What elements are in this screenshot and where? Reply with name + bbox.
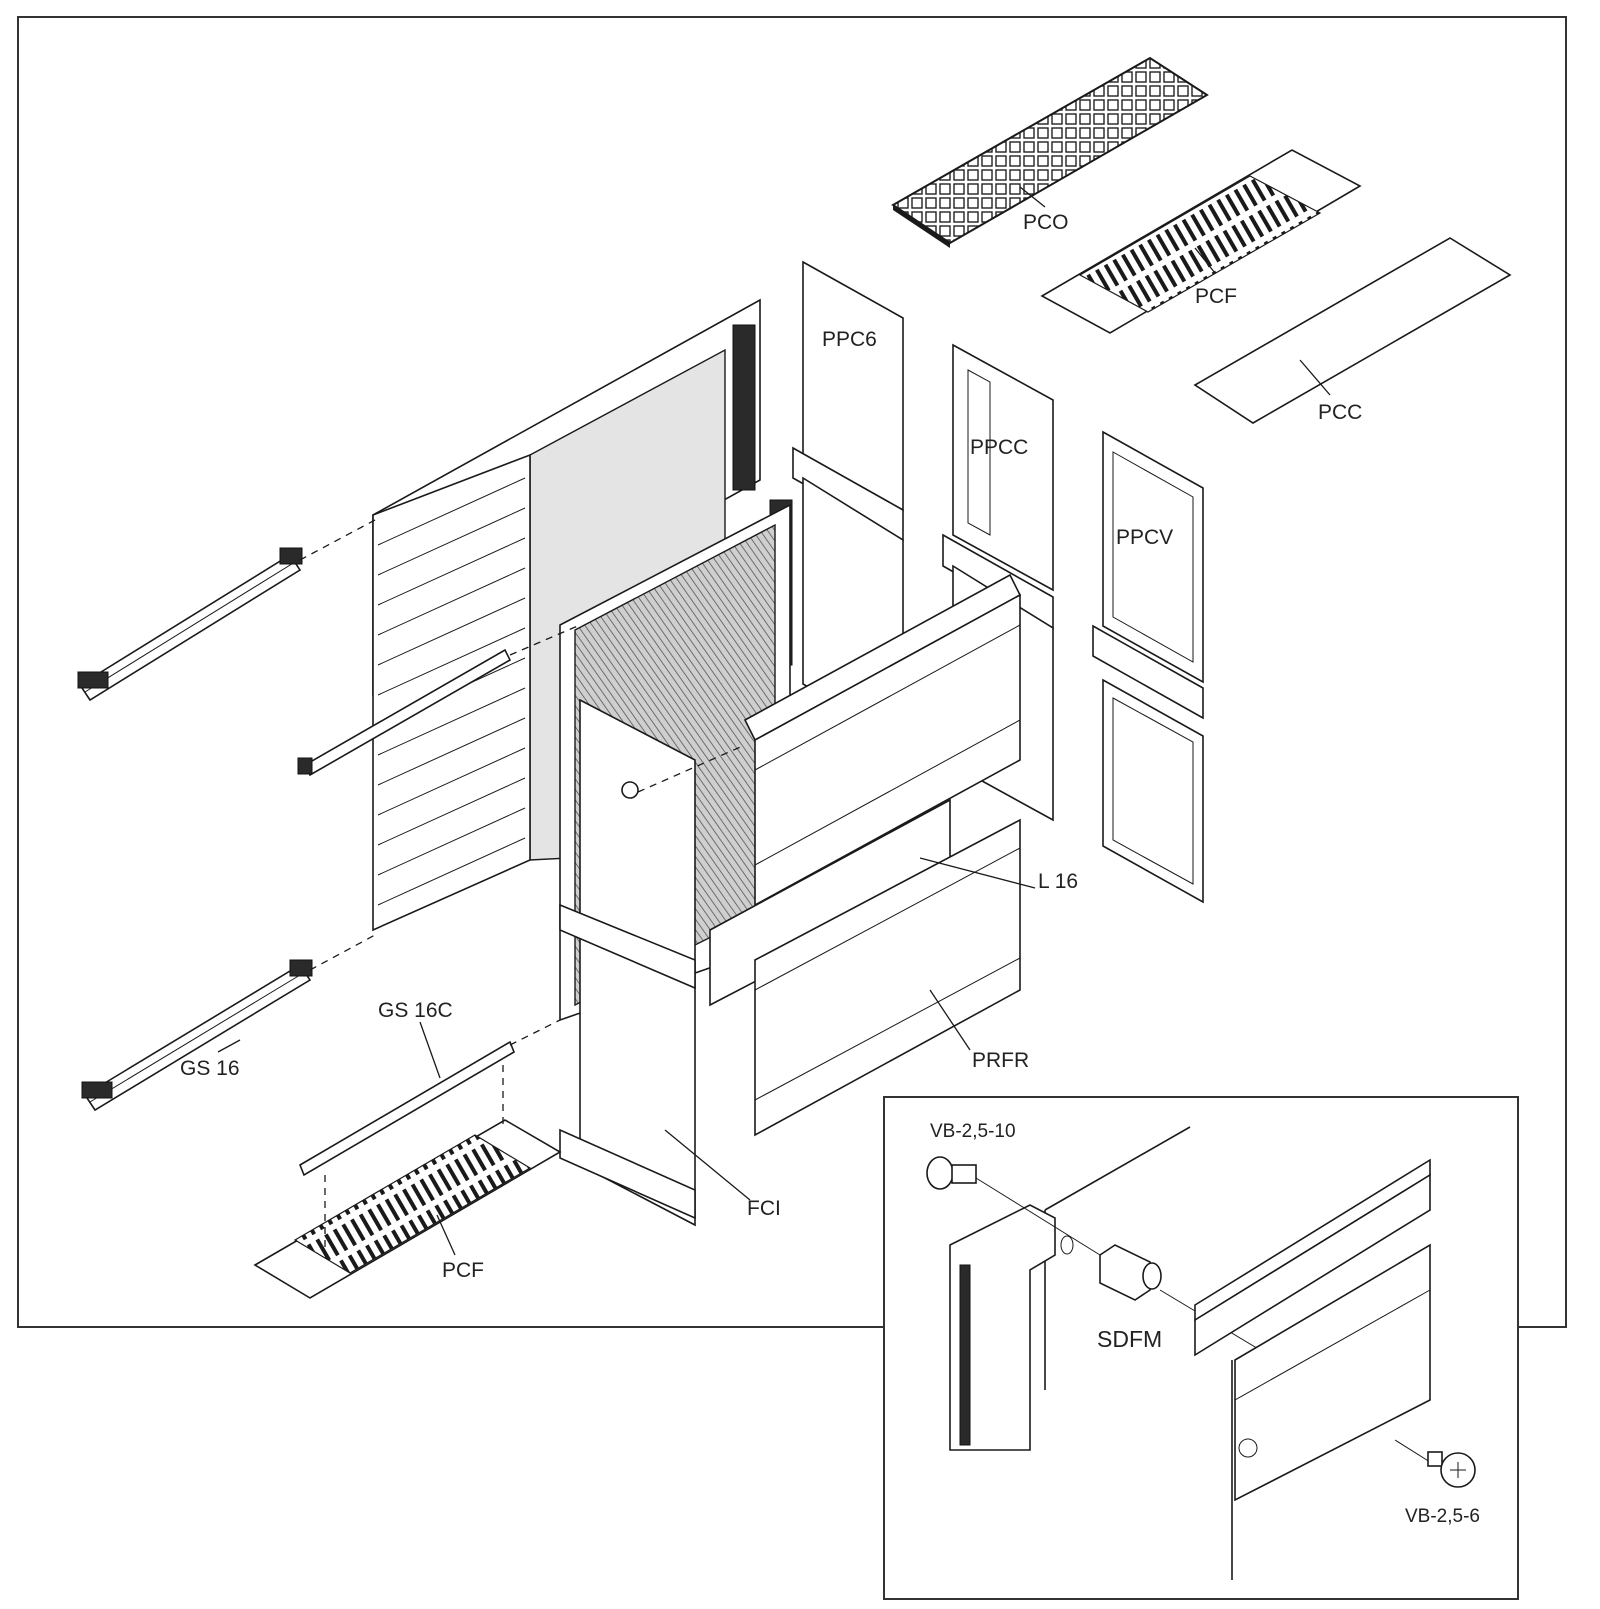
fci-part [559, 698, 696, 1227]
label-gs16c: GS 16C [378, 999, 453, 1022]
label-vb-2-5-10: VB-2,5-10 [930, 1121, 1016, 1142]
detail-inset: VB-2,5-10 SDFM VB-2,5-6 [883, 1096, 1519, 1600]
pco-part [891, 56, 1209, 248]
label-l16: L 16 [1038, 870, 1078, 893]
label-fci: FCI [747, 1197, 781, 1220]
label-pcf-top: PCF [1195, 285, 1237, 308]
pcc-part [1193, 237, 1512, 424]
screw-vb-6 [1394, 1439, 1476, 1488]
label-vb-2-5-6: VB-2,5-6 [1405, 1506, 1480, 1527]
gs16-top-rail [77, 547, 303, 702]
label-sdfm: SDFM [1097, 1326, 1162, 1352]
label-pcc: PCC [1318, 401, 1362, 424]
prfr-part [754, 818, 1021, 1137]
label-gs16: GS 16 [180, 1057, 240, 1080]
assembly-dashed-lines [299, 519, 746, 1255]
gs16-part [81, 959, 313, 1112]
label-pco: PCO [1023, 211, 1069, 234]
label-pcf-bottom: PCF [442, 1259, 484, 1282]
main-frame [17, 16, 1567, 1328]
label-ppcv: PPCV [1116, 526, 1173, 549]
label-ppc6: PPC6 [822, 328, 877, 351]
sdfm-spacer [1099, 1244, 1162, 1301]
screw-vb-10 [926, 1156, 977, 1190]
middle-guide-rail [297, 648, 512, 777]
gs16c-part [299, 1040, 515, 1177]
leader-lines [217, 186, 1331, 1256]
pcf-top-part [1040, 149, 1362, 334]
pcf-bottom-part [253, 1119, 562, 1299]
label-ppcc: PPCC [970, 436, 1028, 459]
ppcv-part [1092, 430, 1204, 904]
label-prfr: PRFR [972, 1049, 1029, 1072]
profile-rail [1194, 1158, 1431, 1580]
